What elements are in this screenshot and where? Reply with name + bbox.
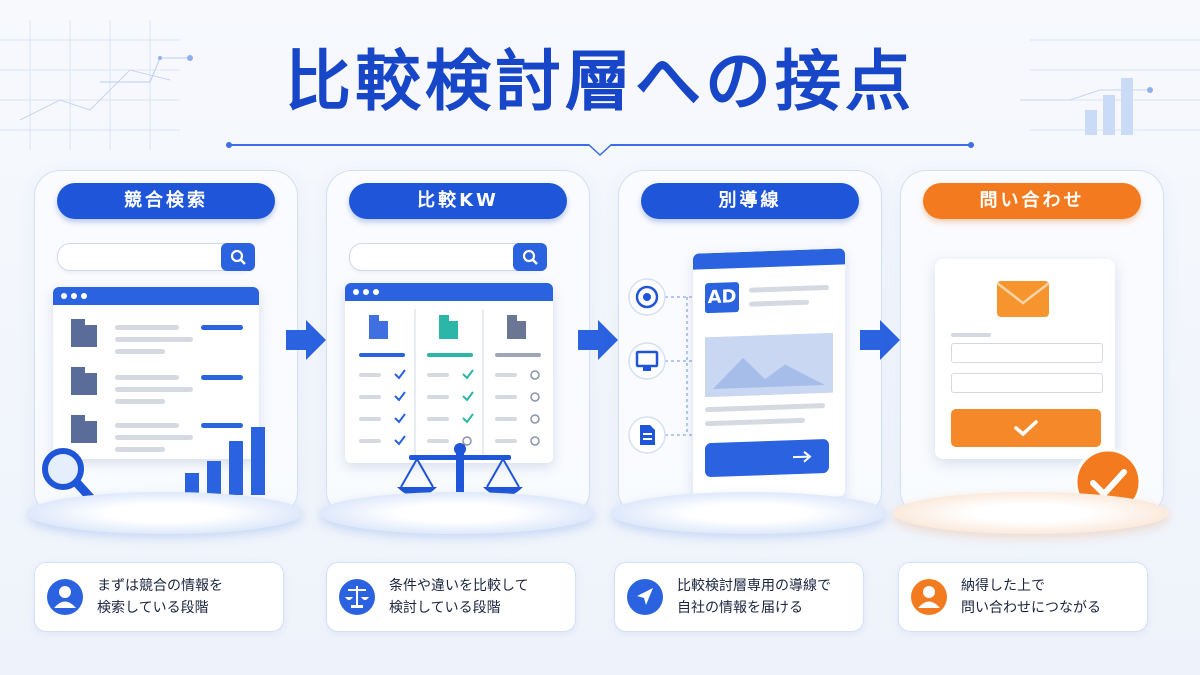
step-caption-card: 納得した上で 問い合わせにつながる xyxy=(898,562,1148,632)
mail-icon xyxy=(996,281,1050,317)
pedestal xyxy=(893,492,1169,534)
bar-chart-icon xyxy=(185,427,265,495)
caption-line: 比較検討層専用の導線で xyxy=(677,578,831,594)
step-panel-competitor-search: 競合検索 xyxy=(34,170,298,517)
caption-line: 自社の情報を届ける xyxy=(677,600,803,616)
form-field xyxy=(951,343,1103,363)
arrow-right-icon xyxy=(793,450,812,463)
form-field xyxy=(951,373,1103,393)
ad-badge: AD xyxy=(705,282,739,314)
title-dot-left xyxy=(226,142,232,148)
landing-page-window: AD xyxy=(693,248,845,502)
step-caption-card: 条件や違いを比較して 検討している段階 xyxy=(326,562,576,632)
caption-line: まずは競合の情報を xyxy=(97,578,223,594)
title-pointer-icon xyxy=(588,144,612,156)
search-icon xyxy=(522,249,538,265)
page-title: 比較検討層への接点 xyxy=(285,43,915,120)
step-label: 比較KW xyxy=(349,183,567,219)
channel-icons xyxy=(628,278,695,454)
step-caption-card: まずは競合の情報を 検索している段階 xyxy=(34,562,284,632)
browser-window xyxy=(53,287,259,459)
inquiry-form xyxy=(935,259,1115,459)
arrow-right-icon xyxy=(286,320,326,360)
caption-line: 納得した上で xyxy=(961,578,1045,594)
step-panel-inquiry: 問い合わせ xyxy=(900,170,1164,517)
title-dot-right xyxy=(968,142,974,148)
step-panel-separate-route: 別導線 AD xyxy=(618,170,882,517)
comparison-table xyxy=(359,309,541,461)
arrow-right-icon xyxy=(578,320,618,360)
image-placeholder-icon xyxy=(705,332,833,398)
step-caption-card: 比較検討層専用の導線で 自社の情報を届ける xyxy=(614,562,864,632)
pedestal xyxy=(319,492,595,534)
arrow-right-icon xyxy=(860,320,900,360)
user-icon xyxy=(911,579,947,615)
search-bar xyxy=(57,243,255,271)
submit-button xyxy=(951,409,1101,447)
magnifier-icon xyxy=(42,448,102,510)
user-icon xyxy=(47,579,83,615)
pedestal xyxy=(27,492,303,534)
pedestal xyxy=(611,492,887,534)
caption-line: 条件や違いを比較して xyxy=(389,578,529,594)
step-label: 問い合わせ xyxy=(923,183,1141,219)
step-label: 別導線 xyxy=(641,183,859,219)
step-panel-comparison-keyword: 比較KW xyxy=(326,170,590,517)
search-button xyxy=(221,243,255,271)
scale-icon xyxy=(339,579,375,615)
cta-button xyxy=(705,438,829,478)
check-icon xyxy=(1014,420,1038,437)
comparison-table-window xyxy=(345,283,553,463)
caption-line: 検討している段階 xyxy=(389,600,501,616)
caption-line: 検索している段階 xyxy=(97,600,209,616)
search-icon xyxy=(230,249,246,265)
building-icons xyxy=(71,319,97,443)
caption-line: 問い合わせにつながる xyxy=(961,600,1101,616)
step-label: 競合検索 xyxy=(57,183,275,219)
search-bar xyxy=(349,243,547,271)
send-icon xyxy=(627,579,663,615)
search-button xyxy=(513,243,547,271)
